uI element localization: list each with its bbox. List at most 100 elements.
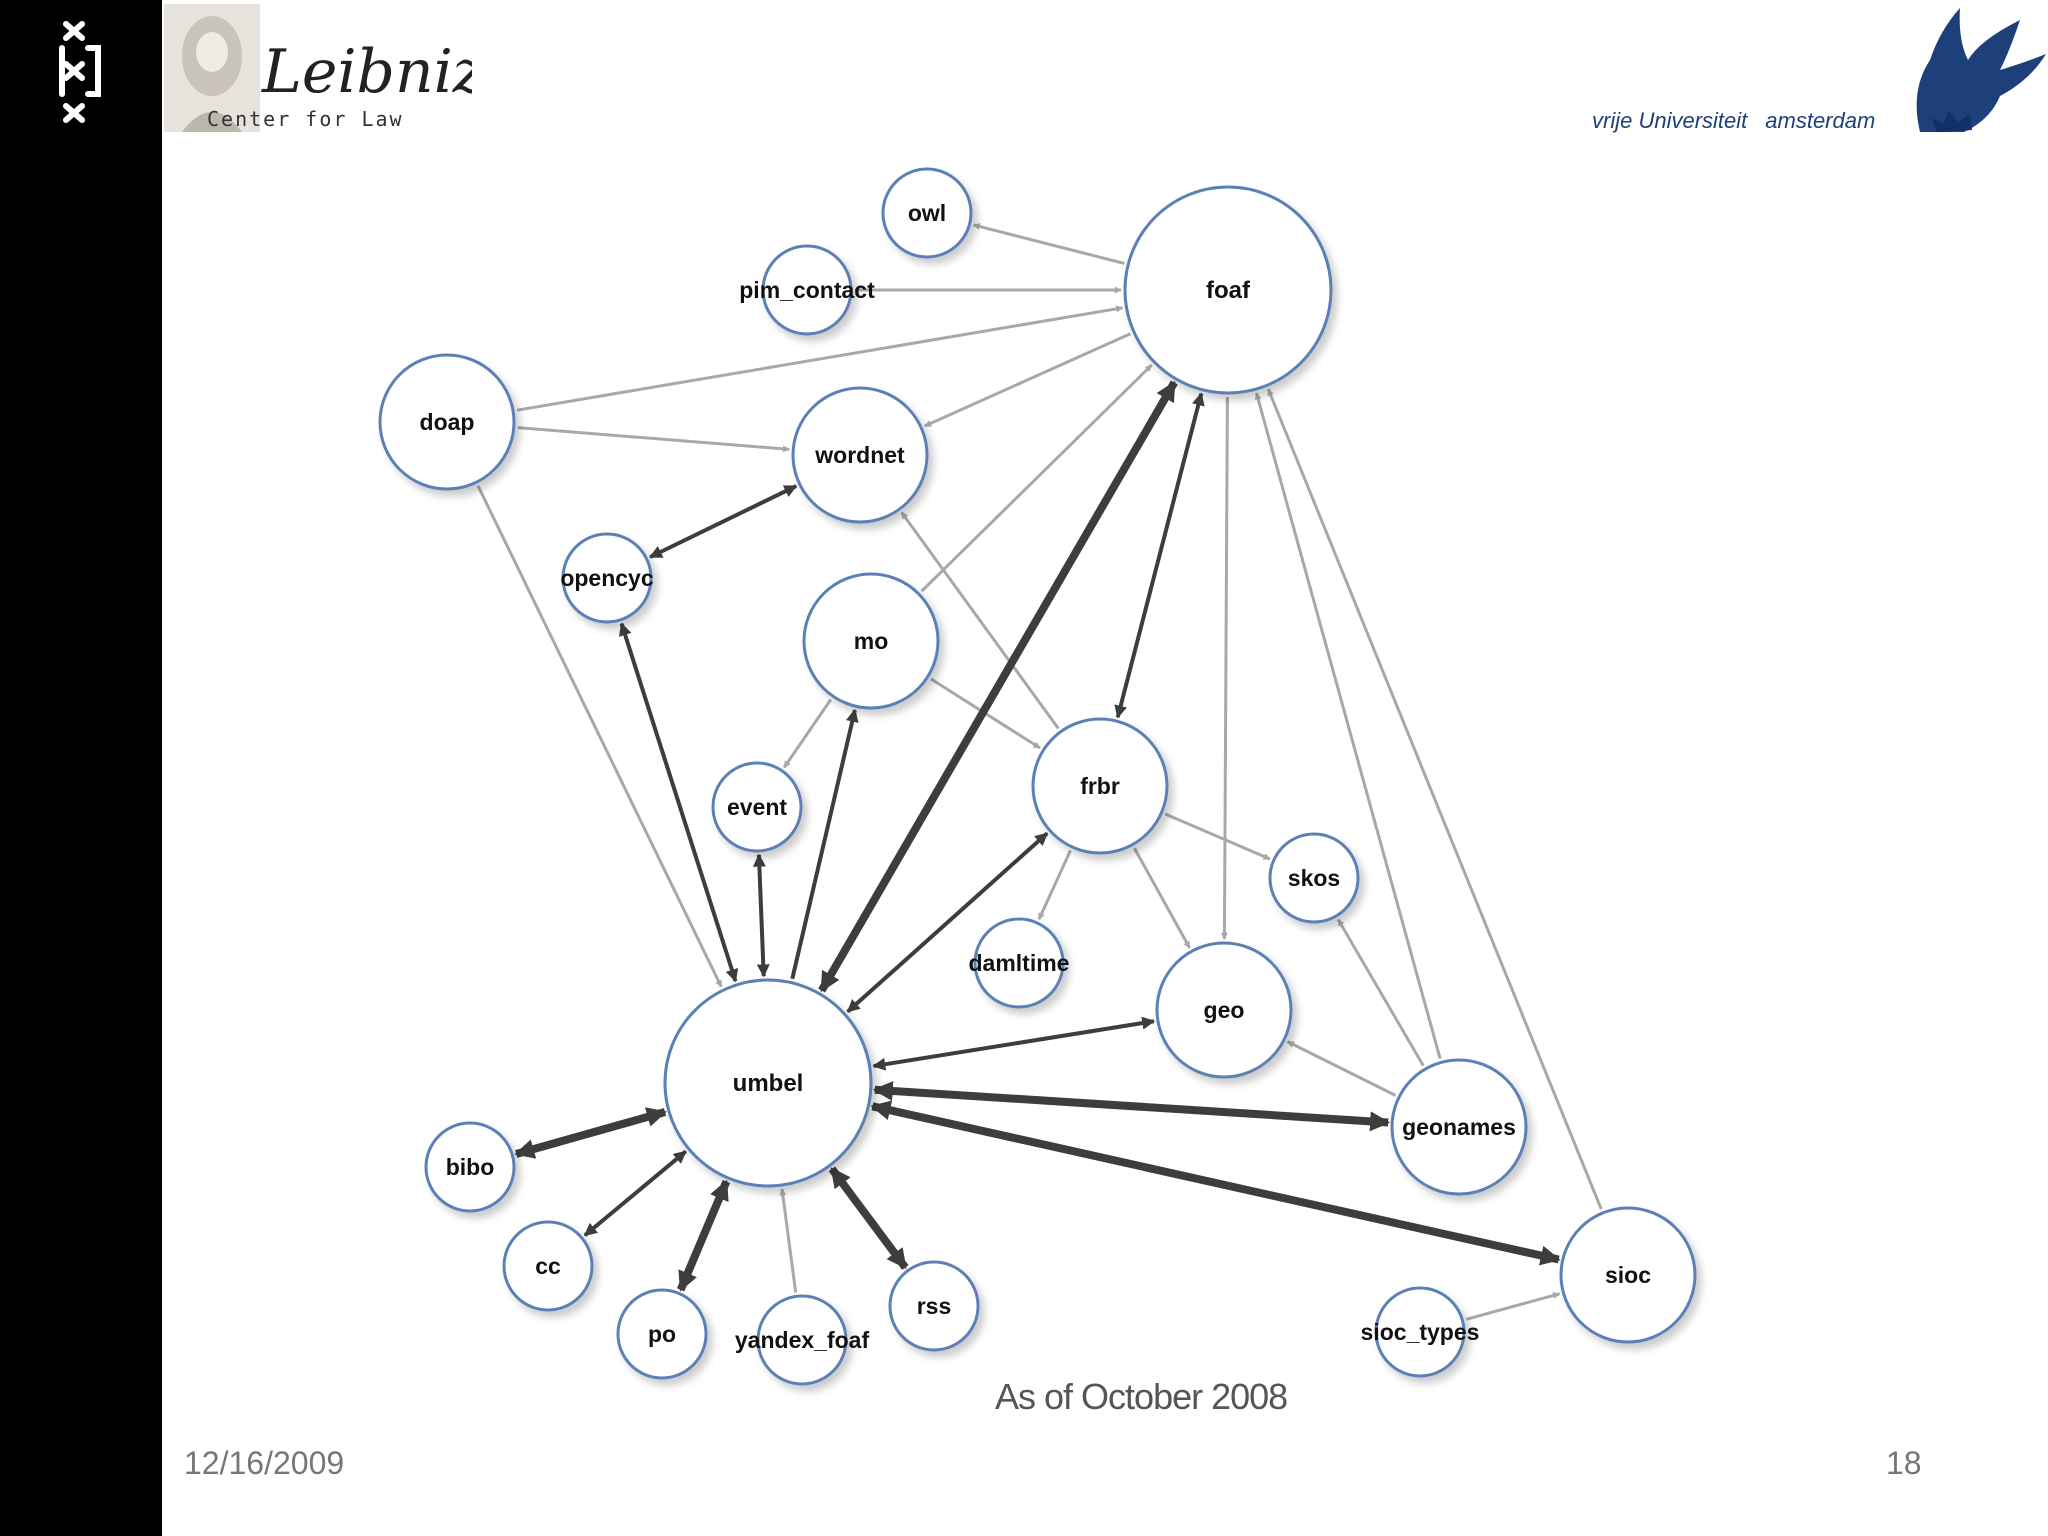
- edge-po-umbel: [676, 1179, 731, 1292]
- node-label-umbel: umbel: [733, 1070, 804, 1097]
- node-label-foaf: foaf: [1206, 277, 1251, 304]
- node-circle-event: [711, 761, 803, 853]
- node-circle-owl: [881, 167, 973, 259]
- node-damltime: damltime: [969, 917, 1070, 1009]
- node-label-geonames: geonames: [1402, 1114, 1516, 1140]
- leibniz-subtitle: Center for Law: [207, 107, 404, 131]
- node-frbr: frbr: [1031, 717, 1169, 855]
- node-label-sioc_types: sioc_types: [1361, 1319, 1480, 1345]
- sidebar: [0, 0, 162, 1536]
- edge-frbr-skos: [1164, 812, 1271, 861]
- footer-date: 12/16/2009: [184, 1445, 345, 1481]
- node-geonames: geonames: [1390, 1058, 1528, 1196]
- node-label-doap: doap: [420, 409, 475, 435]
- node-rss: rss: [888, 1260, 980, 1352]
- edge-umbel-geo: [872, 1016, 1156, 1071]
- footer-page-number: 18: [1886, 1445, 1922, 1481]
- edge-foaf-owl: [972, 223, 1125, 265]
- edge-mo-event: [782, 698, 833, 769]
- node-circle-umbel: [663, 978, 873, 1188]
- node-pim_contact: pim_contact: [739, 244, 875, 336]
- node-label-skos: skos: [1288, 865, 1340, 891]
- node-circle-opencyc: [561, 532, 653, 624]
- node-label-owl: owl: [908, 200, 946, 226]
- ontology-graph: owl pim_contact foaf doap wordnet opencyc mo ev…: [378, 167, 1697, 1386]
- node-label-po: po: [648, 1321, 676, 1347]
- edge-event-umbel: [752, 853, 770, 978]
- node-yandex_foaf: yandex_foaf: [735, 1294, 870, 1386]
- vu-word-university: vrije Universiteit: [1592, 108, 1748, 133]
- node-circle-yandex_foaf: [756, 1294, 848, 1386]
- node-circle-sioc_types: [1374, 1286, 1466, 1378]
- node-doap: doap: [378, 353, 516, 491]
- node-label-pim_contact: pim_contact: [739, 277, 875, 303]
- node-po: po: [616, 1288, 708, 1380]
- edge-sioc_types-sioc: [1465, 1292, 1561, 1321]
- edge-opencyc-wordnet: [648, 484, 798, 559]
- node-circle-damltime: [973, 917, 1065, 1009]
- node-circle-bibo: [424, 1121, 516, 1213]
- diagram-caption: As of October 2008: [995, 1376, 1288, 1417]
- edge-umbel-mo: [790, 708, 859, 980]
- edge-frbr-damltime: [1037, 849, 1072, 920]
- node-geo: geo: [1155, 941, 1293, 1079]
- edge-geonames-foaf: [1254, 392, 1442, 1059]
- node-label-sioc: sioc: [1605, 1262, 1651, 1288]
- edge-umbel-frbr: [846, 831, 1049, 1014]
- node-label-frbr: frbr: [1080, 773, 1120, 799]
- edge-frbr-geo: [1133, 847, 1191, 949]
- leibniz-logo: Leibniz Center for Law: [164, 4, 472, 132]
- node-sioc_types: sioc_types: [1361, 1286, 1480, 1378]
- node-circle-geo: [1155, 941, 1293, 1079]
- node-opencyc: opencyc: [560, 532, 654, 624]
- node-label-wordnet: wordnet: [814, 442, 905, 468]
- edge-cc-umbel: [583, 1149, 688, 1237]
- node-circle-sioc: [1559, 1206, 1697, 1344]
- node-circle-cc: [502, 1220, 594, 1312]
- node-mo: mo: [802, 572, 940, 710]
- node-circle-pim_contact: [761, 244, 853, 336]
- node-event: event: [711, 761, 803, 853]
- node-label-opencyc: opencyc: [560, 565, 654, 591]
- node-foaf: foaf: [1123, 185, 1333, 395]
- edge-foaf-wordnet: [924, 332, 1131, 428]
- edge-yandex_foaf-umbel: [779, 1188, 798, 1293]
- node-circle-rss: [888, 1260, 980, 1352]
- edge-foaf-geo: [1220, 396, 1229, 940]
- node-circle-geonames: [1390, 1058, 1528, 1196]
- edge-rss-umbel: [828, 1166, 909, 1270]
- node-label-cc: cc: [535, 1253, 561, 1279]
- edge-frbr-foaf: [1114, 392, 1205, 719]
- node-label-yandex_foaf: yandex_foaf: [735, 1327, 870, 1353]
- leibniz-script: Leibniz: [261, 37, 472, 107]
- node-circle-frbr: [1031, 717, 1169, 855]
- edge-sioc-foaf: [1266, 388, 1603, 1210]
- edge-umbel-sioc: [870, 1100, 1561, 1266]
- node-wordnet: wordnet: [791, 386, 929, 524]
- node-label-event: event: [727, 794, 787, 820]
- node-label-damltime: damltime: [969, 950, 1070, 976]
- edge-umbel-geonames: [872, 1080, 1391, 1132]
- node-circle-wordnet: [791, 386, 929, 524]
- uva-xxx-icon: [59, 21, 101, 123]
- node-circle-mo: [802, 572, 940, 710]
- node-skos: skos: [1268, 832, 1360, 924]
- node-circle-doap: [378, 353, 516, 491]
- node-label-mo: mo: [854, 628, 889, 654]
- edge-doap-wordnet: [517, 426, 790, 453]
- node-label-rss: rss: [917, 1293, 952, 1319]
- edge-geonames-geo: [1286, 1040, 1397, 1097]
- node-bibo: bibo: [424, 1121, 516, 1213]
- node-circle-skos: [1268, 832, 1360, 924]
- node-umbel: umbel: [663, 978, 873, 1188]
- node-cc: cc: [502, 1220, 594, 1312]
- griffin-icon: [1916, 8, 2046, 132]
- edge-doap-foaf: [516, 305, 1124, 412]
- node-circle-foaf: [1123, 185, 1333, 395]
- edge-bibo-umbel: [514, 1107, 667, 1159]
- node-sioc: sioc: [1559, 1206, 1697, 1344]
- node-owl: owl: [881, 167, 973, 259]
- node-label-geo: geo: [1204, 997, 1245, 1023]
- edge-opencyc-umbel: [618, 622, 739, 983]
